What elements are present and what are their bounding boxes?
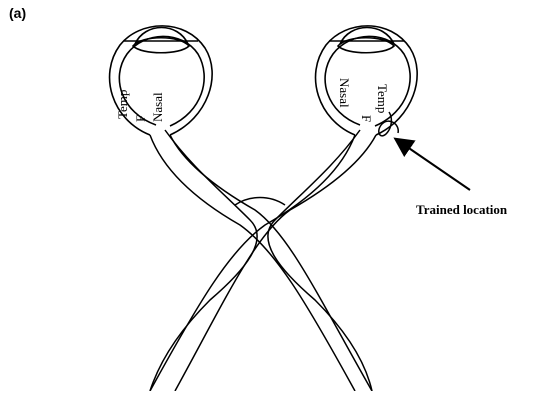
trained-location-arrow <box>400 142 470 190</box>
trained-location-label: Trained location <box>416 202 508 217</box>
panel-label: (a) <box>9 5 26 21</box>
left-eye-lens <box>133 38 189 53</box>
left-eye-fovea-label: F <box>133 115 148 122</box>
right-eye-temporal-label: Temp <box>375 84 390 113</box>
right-eye-lens <box>338 38 394 53</box>
right-eye-fovea-label: F <box>359 115 374 122</box>
left-eye-temporal-label: Temp <box>115 90 130 119</box>
right-eye-nasal-label: Nasal <box>337 78 352 108</box>
left-eye-nasal-label: Nasal <box>150 92 165 122</box>
optic-pathways <box>150 130 376 391</box>
